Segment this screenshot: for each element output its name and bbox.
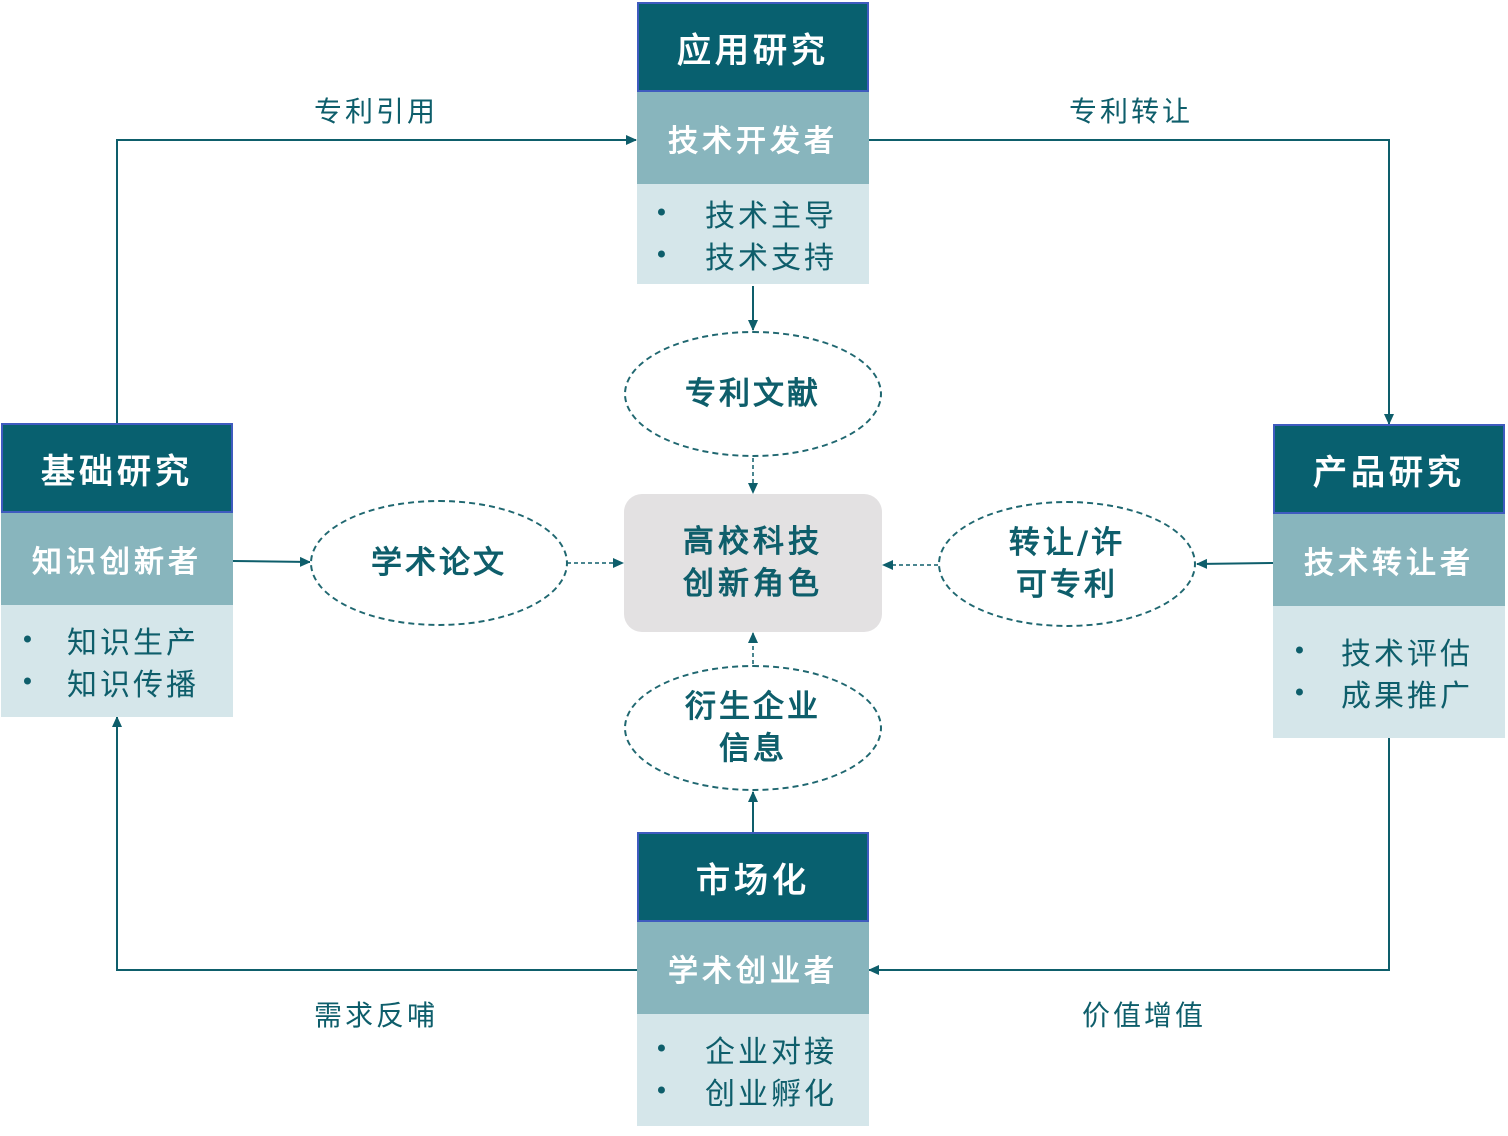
bullet-icon: • — [20, 668, 38, 696]
box-title: 基础研究 — [1, 423, 233, 513]
list-item-label: 创业孵化 — [705, 1077, 837, 1112]
list-item: • 创业孵化 — [653, 1070, 869, 1112]
arrow-product-to-license — [1196, 558, 1274, 569]
list-item-label: 技术评估 — [1341, 637, 1473, 672]
box-list: • 技术评估 • 成果推广 — [1273, 606, 1505, 738]
box-role: 技术转让者 — [1273, 514, 1505, 606]
box-role: 知识创新者 — [1, 513, 233, 605]
ellipse-label: 转让/许 可专利 — [1009, 522, 1125, 606]
list-item-label: 企业对接 — [705, 1035, 837, 1070]
ellipse-line: 学术论文 — [371, 545, 507, 581]
bullet-icon: • — [654, 1077, 672, 1105]
box-marketization: 市场化 学术创业者 • 企业对接 • 创业孵化 — [637, 832, 869, 1126]
box-role: 学术创业者 — [637, 922, 869, 1014]
box-title: 市场化 — [637, 832, 869, 922]
ellipse-label: 学术论文 — [371, 542, 507, 584]
bullet-icon: • — [654, 241, 672, 269]
ellipse-line: 信息 — [719, 731, 787, 767]
ellipse-academic-papers: 学术论文 — [310, 500, 568, 626]
box-title: 产品研究 — [1273, 424, 1505, 514]
label-demand-feedback: 需求反哺 — [314, 999, 439, 1032]
list-item: • 技术评估 — [1291, 630, 1505, 672]
list-item-label: 知识传播 — [67, 668, 199, 703]
box-product-research: 产品研究 技术转让者 • 技术评估 • 成果推广 — [1273, 424, 1505, 738]
box-list: • 知识生产 • 知识传播 — [1, 605, 233, 717]
center-line: 创新角色 — [683, 566, 823, 602]
box-role: 技术开发者 — [637, 92, 869, 184]
list-item-label: 技术主导 — [705, 199, 837, 234]
ellipse-line: 专利文献 — [685, 376, 821, 412]
ellipse-label: 专利文献 — [685, 373, 821, 415]
list-item: • 技术主导 — [653, 192, 869, 234]
ellipse-line: 衍生企业 — [685, 689, 821, 725]
center-label: 高校科技 创新角色 — [683, 521, 823, 605]
list-item: • 成果推广 — [1291, 672, 1505, 714]
box-title: 应用研究 — [637, 2, 869, 92]
list-item: • 知识生产 — [19, 619, 233, 661]
bullet-icon: • — [654, 199, 672, 227]
list-item: • 技术支持 — [653, 234, 869, 276]
box-basic-research: 基础研究 知识创新者 • 知识生产 • 知识传播 — [1, 423, 233, 717]
bullet-icon: • — [654, 1035, 672, 1063]
ellipse-spinoff-company-info: 衍生企业 信息 — [624, 665, 882, 791]
label-patent-citation: 专利引用 — [314, 95, 439, 128]
list-item-label: 知识生产 — [67, 626, 199, 661]
arrow-applied-to-product — [869, 139, 1394, 425]
bullet-icon: • — [1292, 637, 1310, 665]
box-list: • 企业对接 • 创业孵化 — [637, 1014, 869, 1126]
arrow-market-to-basic — [112, 716, 637, 971]
label-value-added: 价值增值 — [1082, 999, 1207, 1032]
ellipse-line: 转让/许 — [1008, 525, 1126, 561]
bullet-icon: • — [20, 626, 38, 654]
arrow-basic-to-papers — [232, 556, 311, 567]
center-innovation-role: 高校科技 创新角色 — [624, 494, 882, 632]
list-item-label: 技术支持 — [705, 241, 837, 276]
box-applied-research: 应用研究 技术开发者 • 技术主导 • 技术支持 — [637, 2, 869, 284]
list-item-label: 成果推广 — [1341, 679, 1473, 714]
ellipse-transfer-license-patents: 转让/许 可专利 — [938, 501, 1196, 627]
ellipse-patent-documents: 专利文献 — [624, 331, 882, 457]
ellipse-label: 衍生企业 信息 — [685, 686, 821, 770]
ellipse-line: 可专利 — [1015, 567, 1118, 603]
center-line: 高校科技 — [683, 524, 823, 560]
label-patent-transfer: 专利转让 — [1069, 95, 1194, 128]
list-item: • 企业对接 — [653, 1028, 869, 1070]
arrow-product-to-market — [868, 738, 1390, 975]
box-list: • 技术主导 • 技术支持 — [637, 184, 869, 284]
list-item: • 知识传播 — [19, 661, 233, 703]
arrow-basic-to-applied — [116, 135, 637, 423]
bullet-icon: • — [1292, 679, 1310, 707]
